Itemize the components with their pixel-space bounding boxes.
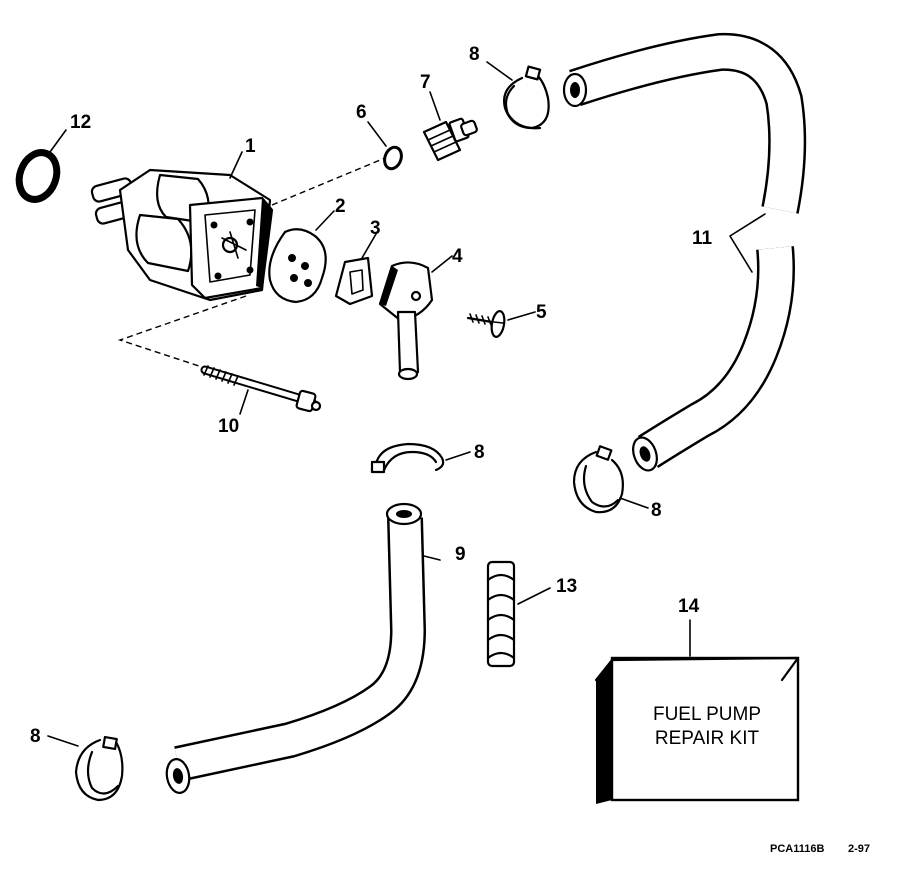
part-7-fitting: [422, 117, 478, 162]
callout-6: 6: [356, 102, 367, 123]
callout-8-bottom: 8: [30, 726, 41, 747]
part-10-bolt: [200, 365, 322, 413]
leader-5: [507, 311, 536, 321]
leader-9: [423, 555, 441, 561]
figure-code: PCA1116B: [770, 843, 824, 855]
kit-box-line-1: FUEL PUMP: [653, 704, 761, 725]
callout-5: 5: [536, 302, 547, 323]
callout-2: 2: [335, 196, 346, 217]
part-8-clamp-bottom: [74, 735, 124, 802]
callout-12: 12: [70, 112, 91, 133]
callout-4: 4: [452, 246, 463, 267]
figure-date: 2-97: [848, 843, 870, 855]
leader-1: [229, 151, 243, 179]
part-1-fuel-pump-body: [90, 168, 274, 302]
part-8-clamp-top: [503, 65, 550, 130]
part-4-cover-elbow: [378, 261, 434, 381]
part-9-fuel-hose: [165, 502, 426, 794]
part-6-small-o-ring: [383, 145, 403, 171]
leader-8-top: [486, 61, 513, 81]
leader-4: [431, 255, 453, 273]
kit-box-line-2: REPAIR KIT: [655, 728, 760, 749]
leader-8-bottom: [47, 735, 79, 747]
leader-7: [429, 91, 441, 121]
part-8-clamp-right: [572, 445, 624, 514]
callout-9: 9: [455, 544, 466, 565]
callout-3: 3: [370, 218, 381, 239]
leader-13: [517, 587, 551, 605]
callout-11: 11: [692, 228, 713, 249]
callout-8-top: 8: [469, 44, 480, 65]
leader-8-right: [619, 497, 649, 509]
part-14-repair-kit-box: [594, 656, 800, 804]
part-13-spring: [486, 560, 516, 668]
part-3-gasket: [334, 256, 374, 306]
callout-8-right: 8: [651, 500, 662, 521]
callout-8-middle: 8: [474, 442, 485, 463]
part-11-fuel-hose: [562, 32, 807, 472]
callout-1: 1: [245, 136, 256, 157]
part-2-diaphragm: [268, 228, 327, 304]
leader-12: [49, 129, 67, 153]
leader-11: [729, 213, 766, 273]
part-8-clamp-middle: [370, 442, 445, 474]
leader-3: [361, 233, 377, 259]
leader-6: [367, 121, 387, 147]
leader-2: [315, 210, 335, 231]
leader-8-middle: [445, 451, 471, 461]
leader-10: [239, 389, 249, 415]
part-12-o-ring: [15, 149, 61, 203]
alignment-line-upper: [271, 157, 386, 206]
part-5-screw: [466, 310, 506, 338]
alignment-line-lower: [117, 295, 247, 369]
callout-13: 13: [556, 576, 577, 597]
callout-10: 10: [218, 416, 239, 437]
callout-14: 14: [678, 596, 700, 617]
callout-7: 7: [420, 72, 431, 93]
